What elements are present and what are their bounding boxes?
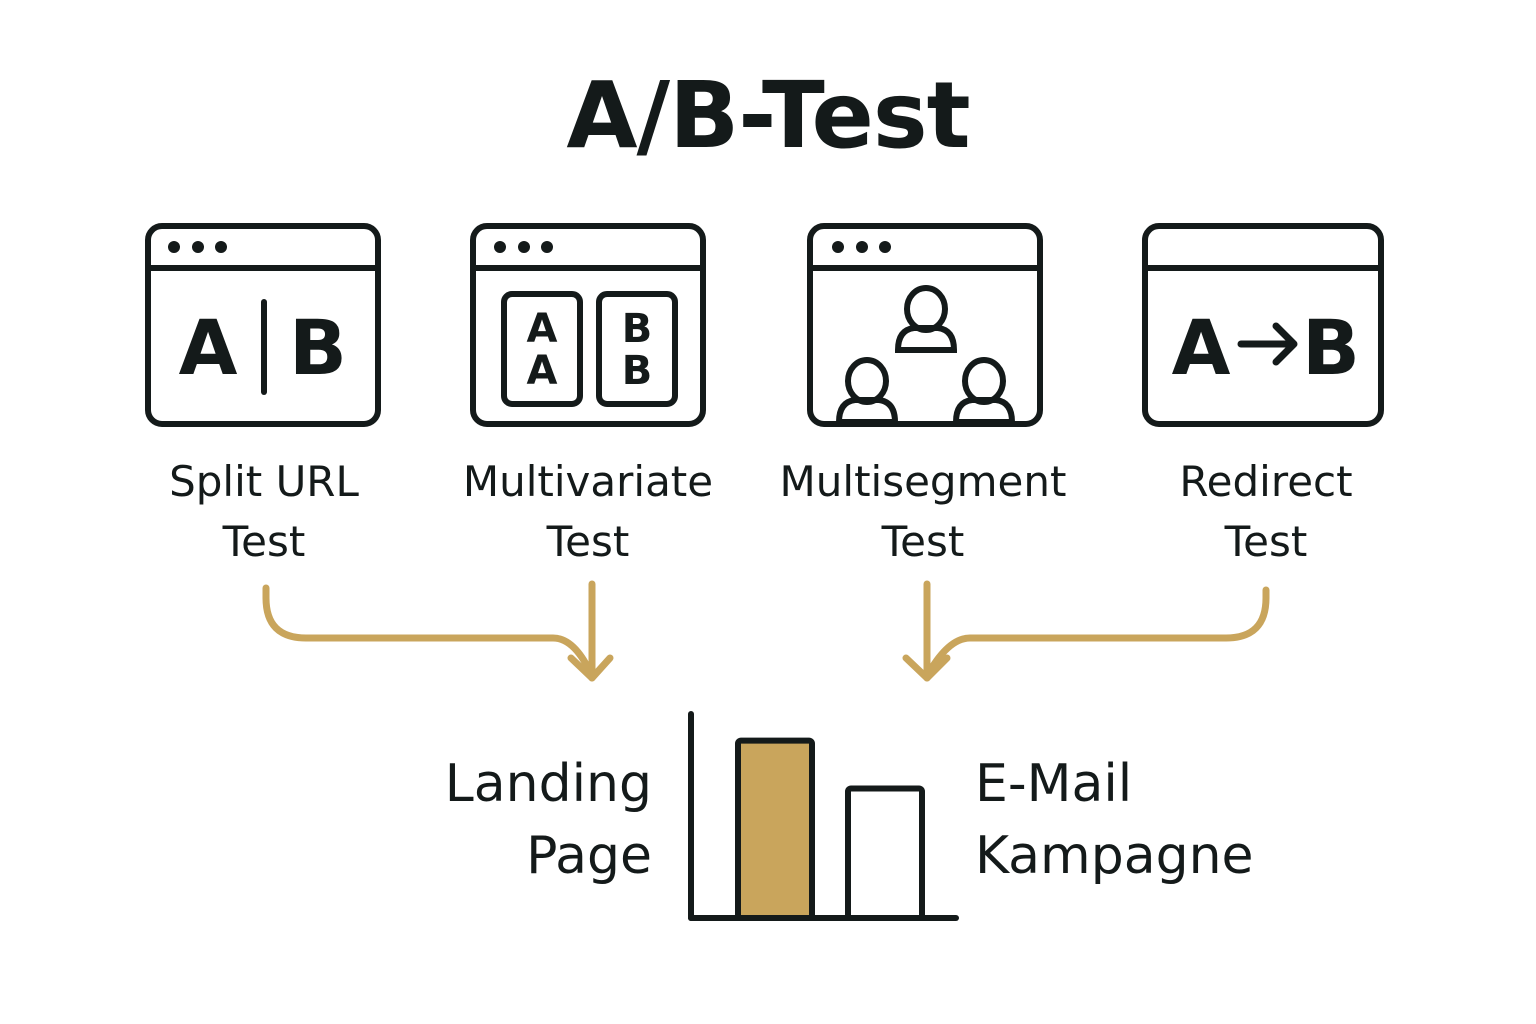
redirect-card: A B bbox=[1142, 223, 1384, 427]
user-icon-top bbox=[894, 285, 958, 353]
right-arrowhead-icon bbox=[902, 654, 951, 682]
variant-b-glyph: B bbox=[289, 303, 347, 392]
variant-a-glyph: A bbox=[179, 303, 238, 392]
browser-segments-users-icon bbox=[835, 285, 1016, 424]
page-title: A/B-Test bbox=[566, 62, 970, 169]
multisegment-label: Multisegment Test bbox=[779, 457, 1067, 566]
browser-window-frame bbox=[470, 223, 706, 427]
user-icon-right bbox=[952, 357, 1016, 424]
variant-b-glyph-bottom: B bbox=[622, 348, 653, 394]
variant-b-glyph: B bbox=[1302, 303, 1360, 392]
user-icon-left bbox=[835, 357, 899, 424]
variant-a-glyph-top: A bbox=[527, 306, 558, 352]
split-url-label: Split URL Test bbox=[169, 457, 359, 566]
multivariate-label: Multivariate Test bbox=[462, 457, 714, 566]
arrow-right-icon bbox=[1237, 322, 1298, 366]
bar-landing-page bbox=[735, 737, 815, 922]
variant-a-glyph-bottom: A bbox=[527, 348, 558, 394]
redirect-label: Redirect Test bbox=[1179, 457, 1353, 566]
left-arrowhead-icon bbox=[567, 654, 614, 682]
bar-e-mail-kampagne bbox=[845, 785, 925, 921]
variant-b-panel bbox=[596, 291, 678, 407]
right-connector-arrow bbox=[923, 586, 1270, 680]
browser-multivariate-icon bbox=[470, 223, 706, 427]
variant-b-glyph-top: B bbox=[622, 306, 653, 352]
left-connector-arrow bbox=[262, 584, 596, 680]
email-campaign-label: E-Mail Kampagne bbox=[975, 754, 1254, 886]
variant-a-glyph: A bbox=[1172, 303, 1231, 392]
landing-page-label: Landing Page bbox=[444, 754, 652, 886]
multisegment-card bbox=[807, 223, 1043, 427]
browser-redirect-icon bbox=[1142, 223, 1384, 427]
multivariate-card: A A B B bbox=[470, 223, 706, 427]
browser-dots-icon bbox=[168, 241, 227, 253]
browser-window-frame bbox=[807, 223, 1043, 427]
comparison-bar-chart bbox=[688, 711, 959, 922]
variant-a-panel bbox=[501, 291, 583, 407]
browser-window-frame bbox=[1142, 223, 1384, 427]
browser-split-ab-icon bbox=[145, 223, 381, 427]
split-url-card: A B bbox=[145, 223, 381, 427]
browser-dots-icon bbox=[832, 241, 891, 253]
browser-window-frame bbox=[145, 223, 381, 427]
browser-dots-icon bbox=[494, 241, 553, 253]
